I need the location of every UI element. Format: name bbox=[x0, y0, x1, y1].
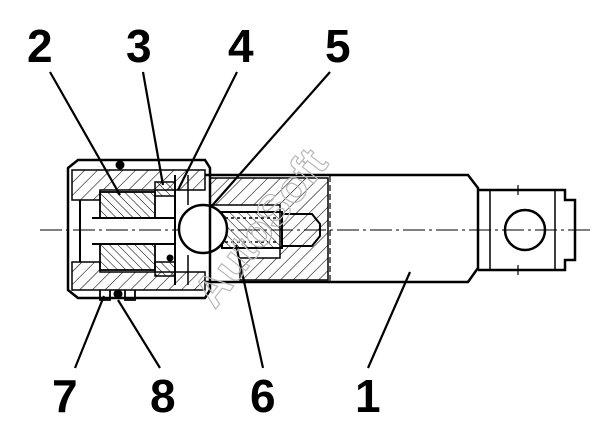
sleeve-assembly bbox=[66, 158, 212, 301]
callout-3: 3 bbox=[126, 20, 152, 72]
callout-2: 2 bbox=[27, 20, 53, 72]
callout-1: 1 bbox=[355, 370, 381, 422]
callout-5: 5 bbox=[325, 20, 351, 72]
leader-lines bbox=[49, 71, 412, 369]
callout-6: 6 bbox=[250, 370, 276, 422]
ball bbox=[177, 203, 229, 255]
callout-7: 7 bbox=[52, 370, 78, 422]
callout-4: 4 bbox=[228, 20, 254, 72]
callout-8: 8 bbox=[150, 370, 176, 422]
main-body bbox=[205, 173, 577, 284]
